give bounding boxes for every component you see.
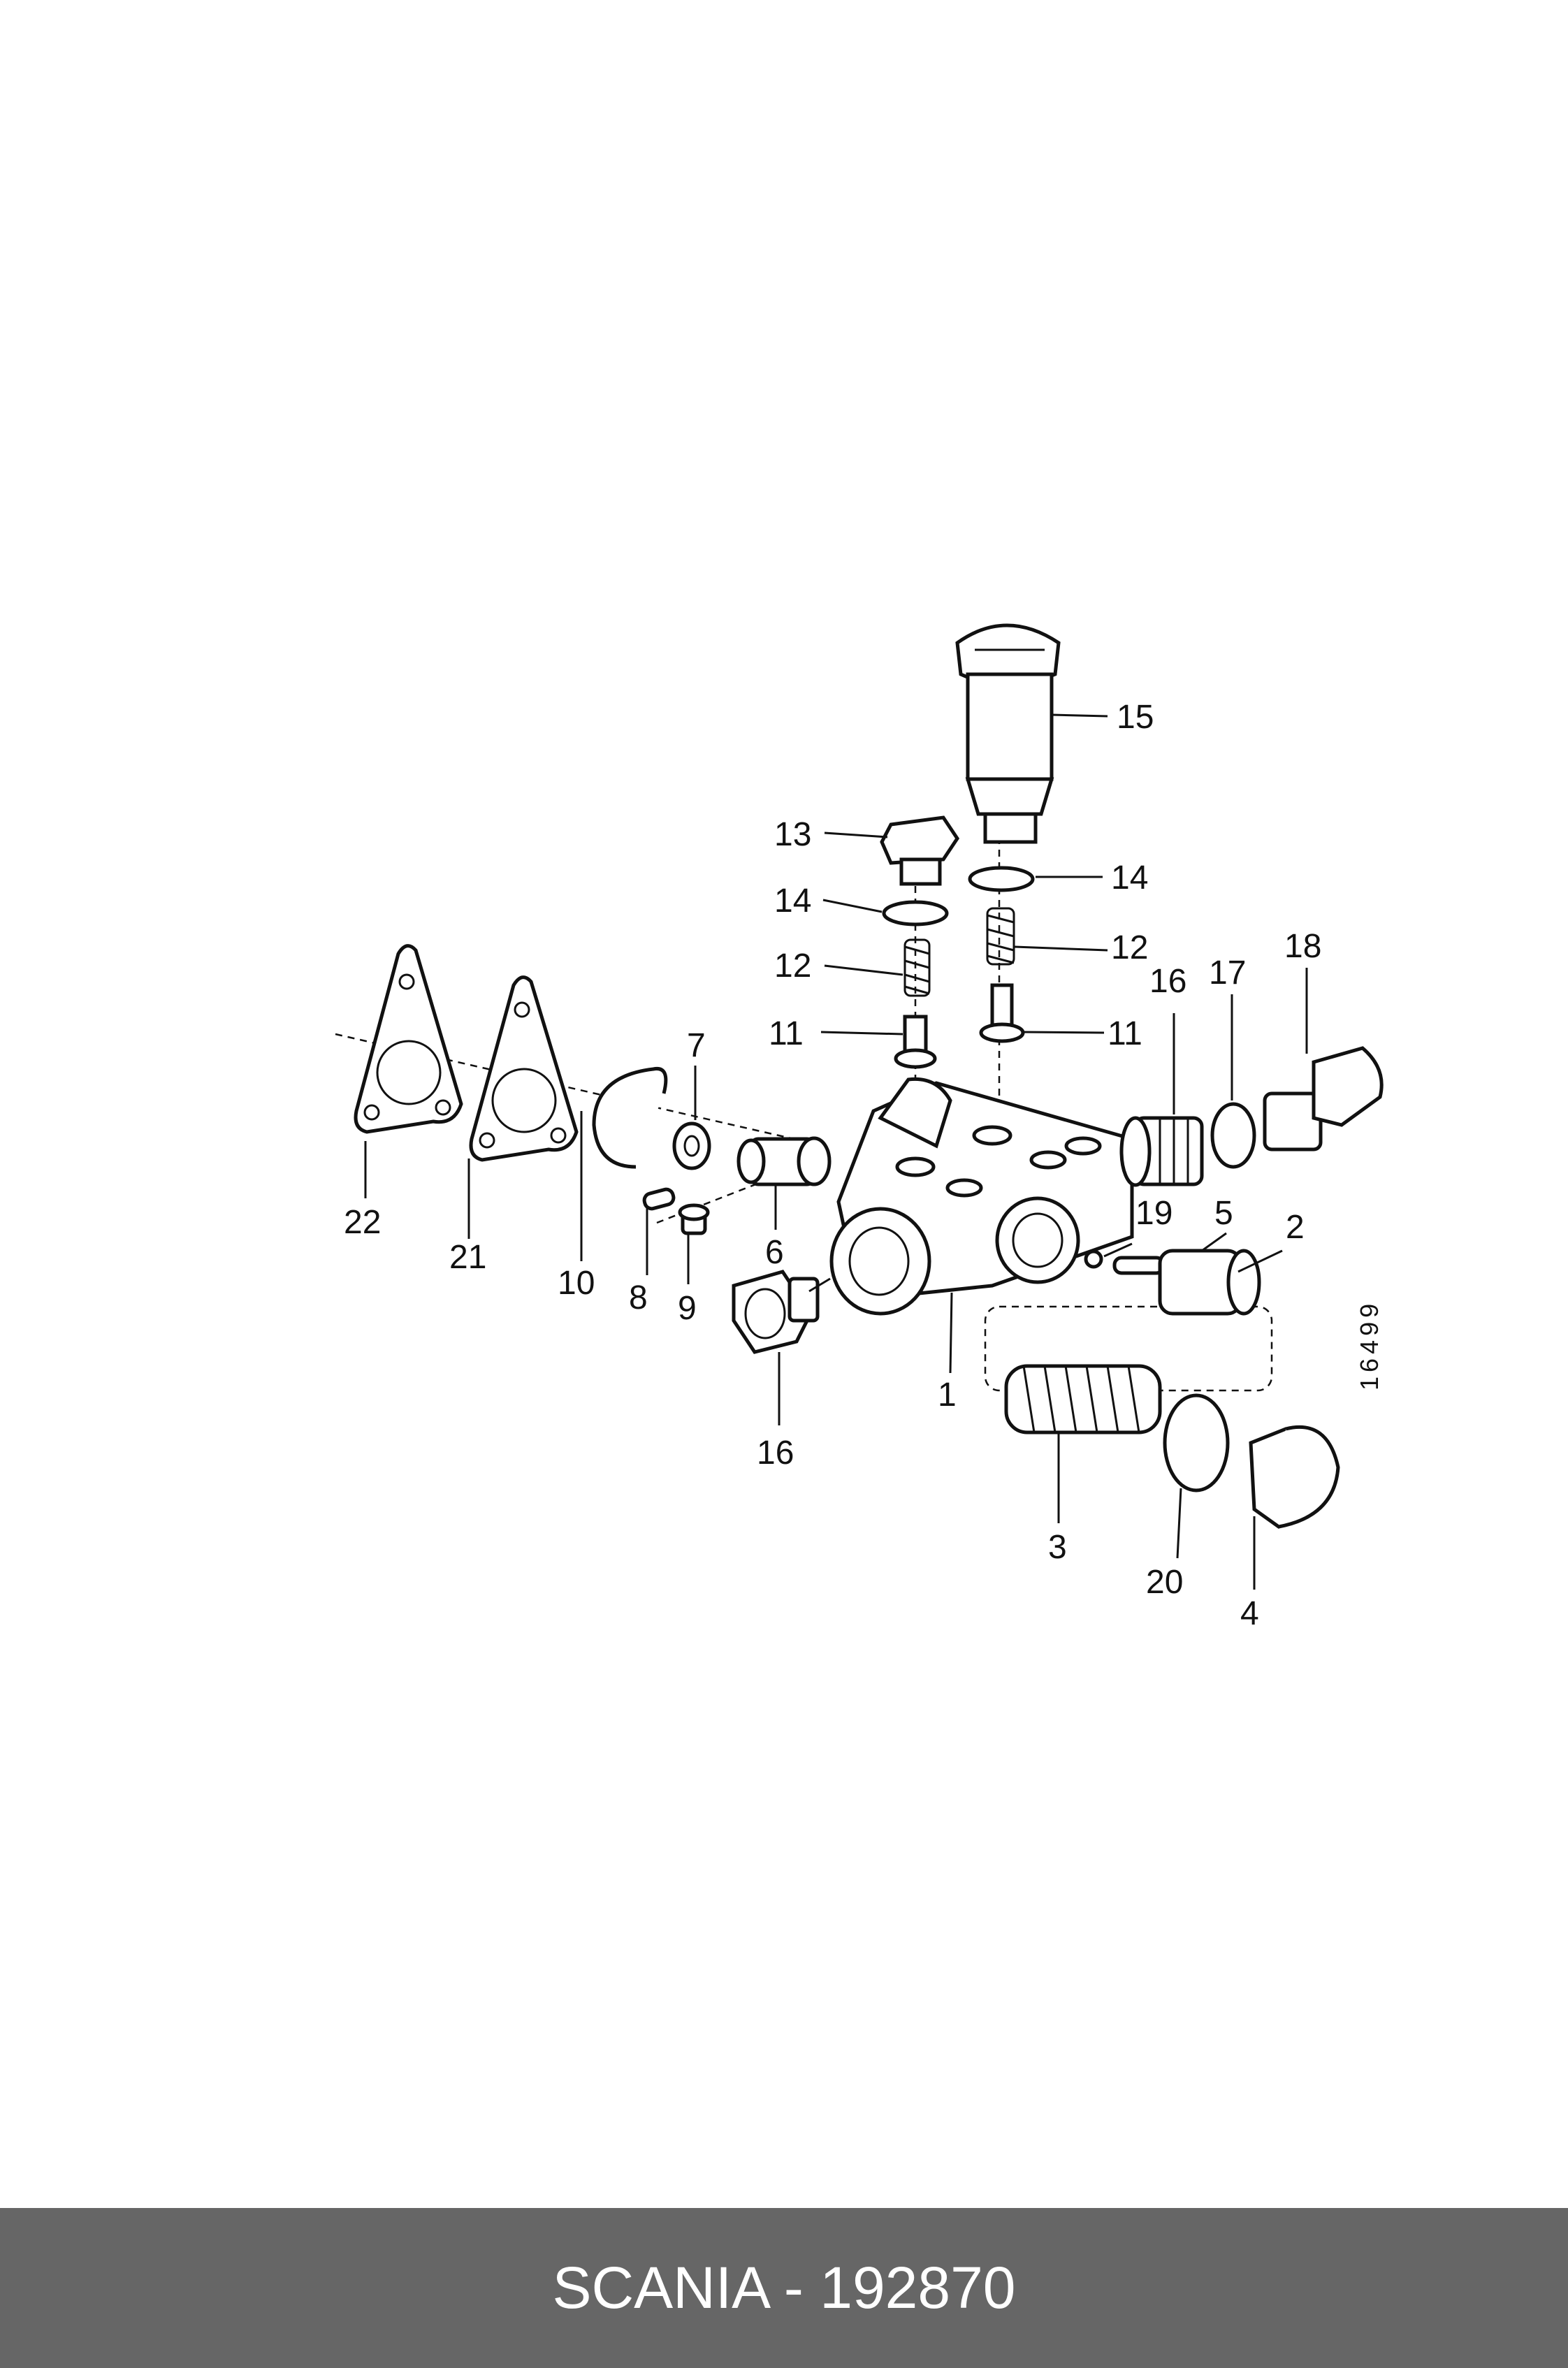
label-12-right: 12	[1111, 929, 1148, 966]
label-16-right: 16	[1149, 963, 1186, 1000]
part-3-spring	[1004, 1364, 1162, 1434]
label-20: 20	[1146, 1564, 1183, 1601]
part-9-screw	[678, 1203, 710, 1235]
label-7: 7	[687, 1027, 706, 1064]
label-5: 5	[1214, 1195, 1233, 1232]
part-10-circlip	[592, 1066, 668, 1169]
part-18-banjo-bolt	[1263, 1046, 1384, 1152]
label-18: 18	[1284, 928, 1321, 965]
label-6: 6	[765, 1234, 784, 1271]
part-14-washer-left	[882, 900, 949, 927]
leader-lines	[364, 713, 1308, 1590]
callout-labels: 15 13 14 14 12 12 11 11 18 17 16 7 22 21…	[344, 699, 1321, 1632]
label-13: 13	[774, 816, 811, 853]
label-15: 15	[1117, 699, 1154, 736]
label-10: 10	[558, 1265, 595, 1302]
label-3: 3	[1048, 1529, 1067, 1566]
label-11-right: 11	[1108, 1015, 1142, 1052]
part-20-sealing-ring	[1163, 1393, 1230, 1492]
part-16-union-left	[732, 1270, 820, 1354]
caption-text: SCANIA - 192870	[552, 2255, 1016, 2320]
part-11-valve-left	[894, 1015, 937, 1069]
label-14-right: 14	[1111, 859, 1148, 896]
label-19: 19	[1135, 1195, 1173, 1232]
label-4: 4	[1240, 1595, 1259, 1632]
part-12-spring-left	[903, 938, 931, 997]
part-17-washer	[1210, 1102, 1256, 1169]
label-8: 8	[629, 1279, 648, 1316]
label-17: 17	[1209, 954, 1246, 991]
part-16-union-right	[1119, 1116, 1204, 1187]
part-13-plug	[880, 815, 960, 886]
label-2: 2	[1286, 1209, 1305, 1246]
part-12-spring-right	[986, 907, 1015, 966]
part-19-ball	[1084, 1249, 1103, 1269]
label-22: 22	[344, 1204, 381, 1241]
drawing-code: 16499	[1355, 1300, 1384, 1390]
part-7-bushing	[672, 1121, 711, 1170]
label-12-left: 12	[774, 947, 811, 985]
part-4-plug	[1249, 1425, 1340, 1529]
label-14-left: 14	[774, 882, 811, 920]
part-21-gasket	[469, 975, 579, 1162]
part-8-pin	[642, 1187, 676, 1211]
label-1: 1	[938, 1377, 957, 1414]
part-11-valve-right	[979, 983, 1025, 1043]
caption-bar: SCANIA - 192870	[0, 2208, 1568, 2368]
part-22-gasket	[354, 944, 463, 1134]
label-21: 21	[449, 1239, 486, 1276]
part-15-hand-pump	[955, 623, 1061, 844]
part-1-pump-housing	[829, 1077, 1134, 1316]
part-14-washer-right	[968, 866, 1035, 892]
label-11-left: 11	[769, 1015, 804, 1052]
label-16-left: 16	[757, 1434, 794, 1472]
part-6-valve-seat	[736, 1136, 832, 1186]
label-9: 9	[678, 1290, 697, 1327]
exploded-parts-diagram: 15 13 14 14 12 12 11 11 18 17 16 7 22 21…	[335, 623, 1384, 1632]
part-5-piston-rod	[1112, 1256, 1166, 1275]
part-2-piston	[1158, 1249, 1261, 1316]
